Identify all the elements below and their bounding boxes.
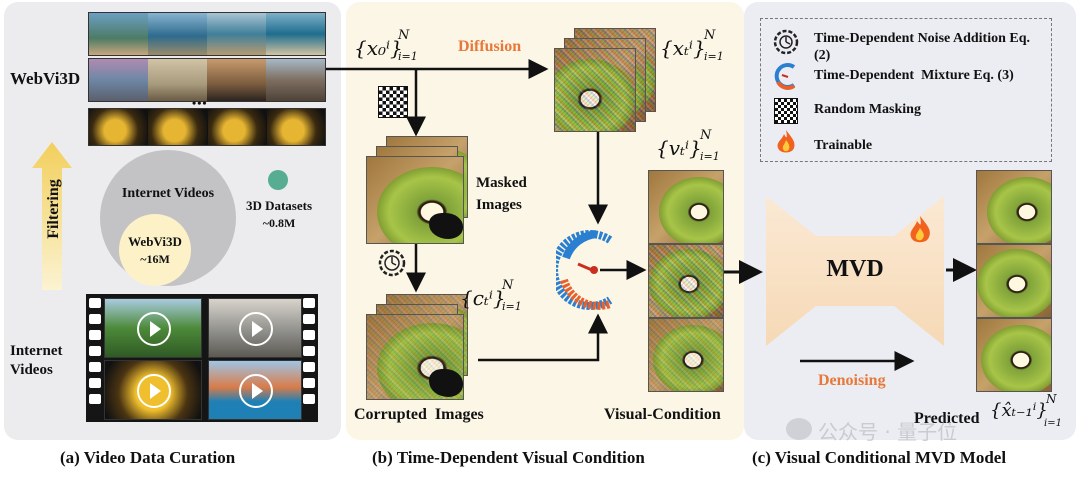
datasets-dot [268, 170, 288, 190]
visual-condition-image-3 [648, 318, 724, 392]
visual-condition-image-1 [648, 170, 724, 244]
predicted-symbol: {x̂ₜ₋₁ⁱ} [990, 400, 1048, 421]
play-icon-3[interactable] [137, 374, 171, 408]
x0-symbol: {x₀ⁱ} [354, 36, 403, 60]
mixture-icon [774, 63, 796, 90]
denoising-label: Denoising [818, 372, 886, 389]
ct-bounds-bottom: i=1 [502, 300, 522, 313]
internet-videos-label: Internet Videos [10, 343, 63, 378]
ellipsis: ••• [192, 96, 208, 110]
legend-noise-addition: Time-Dependent Noise Addition Eq. (2) [814, 31, 1030, 63]
masked-images-label: Masked Images [476, 175, 527, 213]
film-holes-left [89, 298, 101, 404]
internet-videos-circle-label: Internet Videos [121, 186, 215, 201]
mixture-dial-icon [556, 230, 613, 310]
corrupted-image-front [366, 314, 464, 400]
caption-c: (c) Visual Conditional MVD Model [752, 448, 1007, 467]
mvd-label: MVD [826, 256, 884, 282]
x0-bounds-top: N [398, 28, 410, 43]
caption-a: (a) Video Data Curation [60, 448, 236, 467]
caption-b: (b) Time-Dependent Visual Condition [372, 448, 645, 467]
play-icon-4[interactable] [239, 374, 273, 408]
legend-box [760, 18, 1052, 162]
visual-condition-label: Visual-Condition [604, 406, 721, 423]
predicted-label: Predicted [914, 410, 980, 427]
play-icon-1[interactable] [137, 312, 171, 346]
x0-bounds-bottom: i=1 [398, 50, 418, 63]
noise-addition-icon [773, 29, 799, 55]
predicted-image-3 [976, 318, 1052, 392]
random-masking-icon [774, 98, 798, 124]
predicted-bounds-top: N [1046, 392, 1057, 406]
webvi3d-label: WebVi3D [10, 69, 81, 88]
ct-bounds-top: N [502, 278, 514, 293]
ct-symbol: {cₜⁱ} [460, 286, 506, 310]
datasets-title: 3D Datasets [245, 198, 313, 213]
play-icon-2[interactable] [239, 312, 273, 346]
xt-symbol: {xₜⁱ} [660, 36, 706, 60]
xt-bounds-top: N [704, 28, 716, 43]
noisy-image-front [554, 48, 636, 132]
mvd-trainable-fire-icon [910, 216, 930, 243]
vt-bounds-top: N [700, 128, 712, 143]
noise-addition-icon-b [378, 249, 406, 277]
watermark: 公众号 · 量子位 [818, 420, 958, 444]
webvi3d-circle-title: WebVi3D [128, 234, 182, 249]
predicted-bounds-bottom: i=1 [1044, 418, 1062, 429]
watermark-logo-icon [786, 418, 812, 440]
predicted-image-1 [976, 170, 1052, 244]
vt-bounds-bottom: i=1 [700, 150, 720, 163]
filtering-arrow [32, 142, 72, 290]
datasets-count: ~0.8M [262, 216, 296, 230]
visual-condition-image-2 [648, 244, 724, 318]
predicted-image-2 [976, 244, 1052, 318]
legend-trainable: Trainable [814, 138, 873, 153]
webvi3d-circle-count: ~16M [140, 252, 170, 266]
webvi3d-circle [119, 214, 191, 286]
webvi3d-strip-1 [88, 12, 326, 56]
random-mask-icon-b [378, 86, 408, 118]
film-holes-right [303, 298, 315, 404]
trainable-fire-icon [777, 130, 795, 153]
diffusion-label: Diffusion [458, 38, 522, 55]
vt-symbol: {vₜⁱ} [656, 136, 702, 160]
legend-random-masking: Random Masking [814, 102, 921, 117]
mvd-block [766, 196, 944, 346]
corrupted-images-label: Corrupted Images [354, 406, 484, 423]
webvi3d-strip-3 [88, 108, 326, 146]
masked-image-front [366, 156, 464, 244]
webvi3d-strip-2 [88, 58, 326, 102]
xt-bounds-bottom: i=1 [704, 50, 724, 63]
legend-mixture: Time-Dependent Mixture Eq. (3) [814, 68, 1014, 83]
